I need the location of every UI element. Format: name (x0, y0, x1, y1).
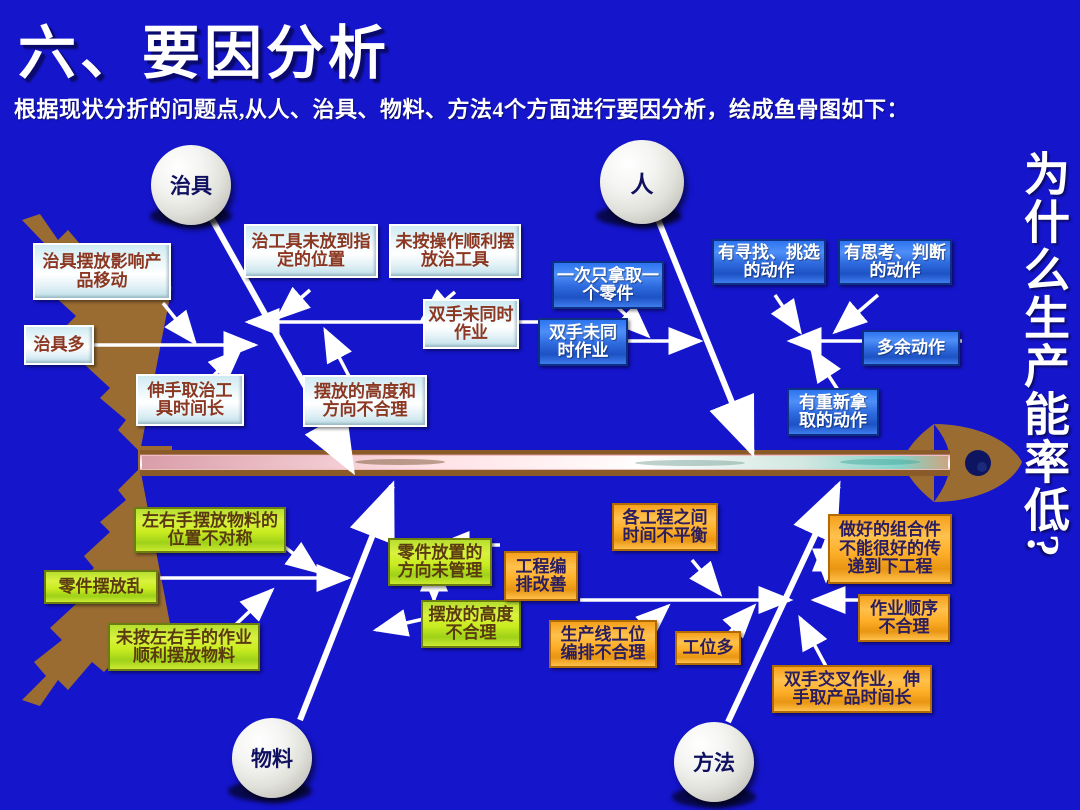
branch-line-man (652, 210, 755, 458)
cause-box-jig-two-hand[interactable]: 双手未同时 作业 (423, 299, 519, 349)
cause-box-jig-many[interactable]: 治具多 (24, 325, 94, 365)
cause-box-met-sequence[interactable]: 作业顺序 不合理 (858, 594, 950, 642)
branch-line-material (297, 480, 395, 722)
cause-box-man-retake[interactable]: 有重新拿 取的动作 (787, 388, 879, 436)
cause-box-jig-move[interactable]: 治具摆放影响产 品移动 (33, 243, 171, 300)
cause-box-jig-height-dir[interactable]: 摆放的高度和 方向不合理 (303, 375, 427, 427)
fish-head-shape (902, 424, 1022, 502)
category-label-man: 人 (630, 172, 654, 197)
fish-eye-icon (965, 450, 991, 476)
category-sphere-jigs[interactable]: 治具 (151, 145, 231, 225)
branch-line-jigs (205, 210, 355, 476)
cause-box-mat-height[interactable]: 摆放的高度 不合理 (421, 600, 521, 648)
cause-box-man-extra[interactable]: 多余动作 (862, 330, 960, 366)
category-label-jigs: 治具 (170, 174, 212, 198)
cause-box-met-transfer[interactable]: 做好的组合件 不能很好的传 递到下工程 (828, 514, 952, 584)
effect-question-vertical: 为什么生产能率低? (1018, 150, 1069, 559)
cause-box-mat-not-order[interactable]: 未按左右手的作业 顺利摆放物料 (108, 623, 260, 671)
cause-box-met-line[interactable]: 生产线工位 编排不合理 (549, 620, 657, 668)
cause-box-man-one-part[interactable]: 一次只拿取一 个零件 (552, 261, 664, 309)
cause-box-jig-not-order[interactable]: 未按操作顺利摆 放治工具 (389, 224, 521, 278)
category-sphere-man[interactable]: 人 (600, 140, 684, 224)
category-label-method: 方法 (693, 751, 735, 775)
cause-box-jig-reach-time[interactable]: 伸手取治工 具时间长 (136, 374, 244, 426)
cause-box-man-think[interactable]: 有思考、判断 的动作 (838, 239, 952, 285)
cause-box-mat-asym[interactable]: 左右手摆放物料的 位置不对称 (134, 507, 286, 553)
page-title: 六、要因分析 (18, 21, 391, 86)
page-subtitle: 根据现状分折的问题点,从人、治具、物料、方法4个方面进行要因分析，绘成鱼骨图如下… (14, 97, 910, 122)
category-sphere-material[interactable]: 物料 (232, 718, 312, 798)
cause-box-jig-no-place[interactable]: 治工具未放到指 定的位置 (244, 224, 378, 278)
category-label-material: 物料 (251, 747, 293, 771)
cause-box-man-two-hand[interactable]: 双手未同 时作业 (538, 318, 628, 366)
fishbone-spine (140, 450, 950, 476)
cause-box-met-stations[interactable]: 工位多 (675, 631, 741, 665)
cause-box-mat-messy[interactable]: 零件摆放乱 (44, 570, 158, 604)
category-sphere-method[interactable]: 方法 (674, 722, 754, 802)
cause-box-met-cross[interactable]: 双手交叉作业，伸 手取产品时间长 (772, 665, 932, 713)
cause-box-mat-dir[interactable]: 零件放置的 方向未管理 (388, 538, 492, 586)
cause-box-man-search[interactable]: 有寻找、挑选 的动作 (712, 239, 826, 285)
cause-box-met-unbalance[interactable]: 各工程之间 时间不平衡 (612, 503, 718, 551)
cause-box-met-improve[interactable]: 工程编 排改善 (504, 551, 578, 601)
